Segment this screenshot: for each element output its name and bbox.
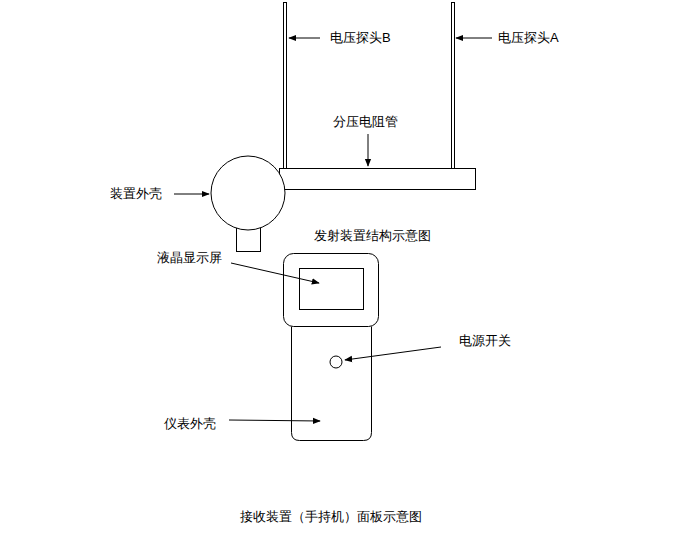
part-label: 发射装置结构示意图: [314, 228, 431, 244]
part-label: 装置外壳: [110, 186, 162, 202]
device-housing: [211, 156, 285, 230]
leader-arrow: [345, 347, 441, 360]
leader-arrow: [231, 263, 319, 283]
leader-arrow: [229, 420, 320, 421]
divider-resistor-tube: [280, 169, 476, 190]
part-label: 分压电阻管: [333, 114, 398, 130]
caption: 接收装置（手持机）面板示意图: [240, 509, 422, 525]
part-label: 仪表外壳: [164, 416, 216, 432]
power-switch: [330, 356, 342, 368]
voltage-probe-a: [452, 3, 455, 169]
leader-arrow: [456, 38, 492, 39]
part-label: 液晶显示屏: [157, 250, 222, 266]
meter-head: [284, 254, 379, 327]
leader-arrow: [289, 38, 320, 39]
leader-arrow: [368, 134, 369, 166]
part-label: 电压探头A: [498, 30, 559, 46]
lcd-screen: [300, 269, 364, 310]
leader-arrow: [174, 194, 209, 195]
meter-body: [292, 327, 372, 441]
voltage-probe-b: [284, 3, 287, 169]
part-label: 电源开关: [459, 333, 511, 349]
part-label: 电压探头B: [330, 30, 391, 46]
